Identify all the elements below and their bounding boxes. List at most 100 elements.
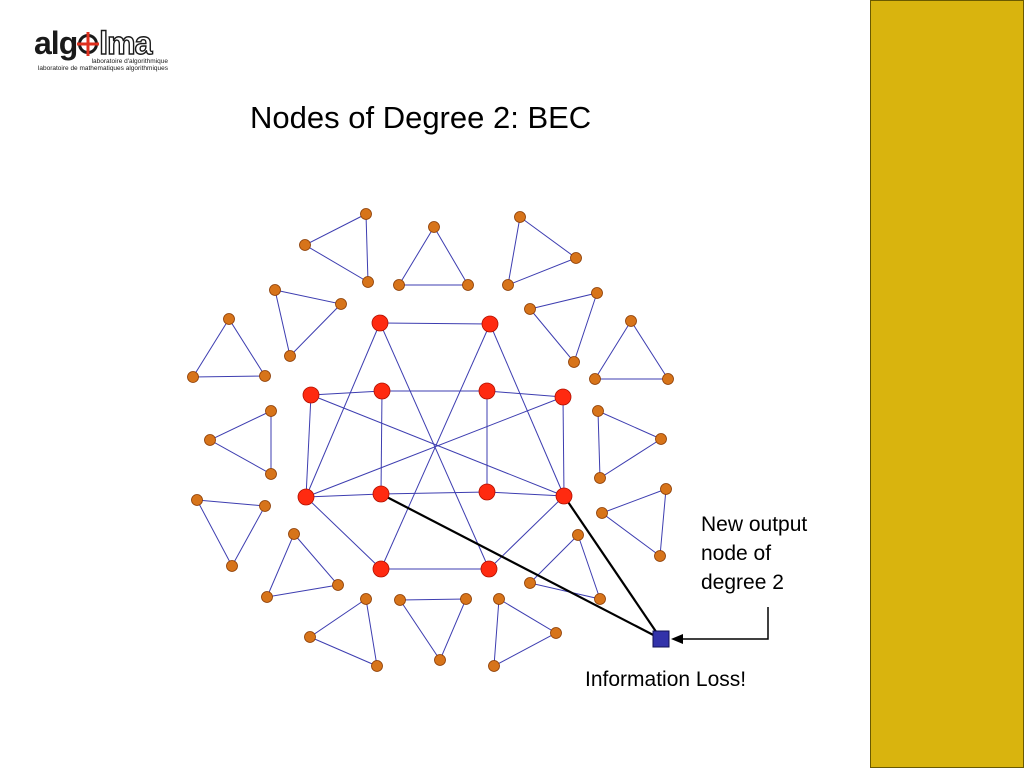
note-arrow-line xyxy=(676,607,769,640)
inner-node-6 xyxy=(554,388,572,406)
outer-node-15-1 xyxy=(394,594,406,606)
outer-node-15-3 xyxy=(434,654,446,666)
outer-node-4-3 xyxy=(284,350,296,362)
inner-edge-12 xyxy=(562,396,565,497)
outer-node-13-1 xyxy=(572,529,584,541)
inner-node-4 xyxy=(373,382,391,400)
outer-node-5-2 xyxy=(591,287,603,299)
output-node-note: New output node of degree 2 xyxy=(701,510,807,597)
outer-node-14-3 xyxy=(371,660,383,672)
inner-node-5 xyxy=(478,382,496,400)
outer-node-9-3 xyxy=(594,472,606,484)
inner-edge-7 xyxy=(486,491,565,497)
outer-node-12-3 xyxy=(261,591,273,603)
outer-node-16-3 xyxy=(488,660,500,672)
triangle-edge-11 xyxy=(600,488,667,557)
outer-node-2-1 xyxy=(428,221,440,233)
triangle-edge-9 xyxy=(597,410,663,479)
outer-node-3-3 xyxy=(502,279,514,291)
outer-node-8-3 xyxy=(265,468,277,480)
inner-edge-13 xyxy=(305,322,381,498)
outer-node-16-2 xyxy=(550,627,562,639)
triangle-edge-4 xyxy=(274,289,342,358)
outer-node-13-3 xyxy=(594,593,606,605)
outer-node-3-2 xyxy=(570,252,582,264)
outer-node-9-1 xyxy=(592,405,604,417)
triangle-edge-1 xyxy=(303,213,369,283)
inner-node-12 xyxy=(480,560,498,578)
inner-node-2 xyxy=(481,315,499,333)
outer-node-7-1 xyxy=(625,315,637,327)
outer-node-12-2 xyxy=(332,579,344,591)
outer-node-11-1 xyxy=(660,483,672,495)
inner-edge-4 xyxy=(486,390,564,398)
outer-node-4-1 xyxy=(269,284,281,296)
outer-node-16-1 xyxy=(493,593,505,605)
outer-node-12-1 xyxy=(288,528,300,540)
outer-node-3-1 xyxy=(514,211,526,223)
inner-node-8 xyxy=(372,485,390,503)
triangle-edge-5 xyxy=(529,292,598,364)
note-line-3: degree 2 xyxy=(701,571,784,594)
outer-node-4-2 xyxy=(335,298,347,310)
outer-node-11-3 xyxy=(654,550,666,562)
inner-edge-2 xyxy=(310,390,383,396)
triangle-edge-16 xyxy=(493,598,558,667)
outer-node-1-2 xyxy=(299,239,311,251)
outer-node-14-1 xyxy=(360,593,372,605)
outer-node-7-3 xyxy=(662,373,674,385)
outer-node-1-1 xyxy=(360,208,372,220)
page-title: Nodes of Degree 2: BEC xyxy=(250,100,592,135)
inner-node-10 xyxy=(555,487,573,505)
information-loss-label: Information Loss! xyxy=(585,668,747,691)
outer-node-5-3 xyxy=(568,356,580,368)
outer-node-8-1 xyxy=(265,405,277,417)
triangle-edge-10 xyxy=(196,499,266,568)
outer-node-7-2 xyxy=(589,373,601,385)
inner-node-3 xyxy=(302,386,320,404)
inner-edge-14 xyxy=(489,323,565,497)
outer-node-6-2 xyxy=(187,371,199,383)
outer-node-2-3 xyxy=(462,279,474,291)
outer-node-10-2 xyxy=(259,500,271,512)
logo-plus-o-icon xyxy=(77,24,100,62)
blue-square-icon xyxy=(652,630,670,648)
triangle-edge-14 xyxy=(308,598,378,667)
outer-node-10-1 xyxy=(191,494,203,506)
triangle-edge-3 xyxy=(507,216,578,286)
triangle-edge-6 xyxy=(192,318,266,378)
outer-node-8-2 xyxy=(204,434,216,446)
inner-edge-10 xyxy=(380,390,383,495)
triangle-edge-12 xyxy=(266,533,339,598)
triangle-edge-2 xyxy=(398,226,469,286)
inner-edge-17 xyxy=(379,322,490,570)
outer-node-9-2 xyxy=(655,433,667,445)
outer-node-15-2 xyxy=(460,593,472,605)
logo-word-right: lma xyxy=(99,24,154,61)
outer-node-6-1 xyxy=(223,313,235,325)
inner-edge-20 xyxy=(305,396,564,498)
note-line-2: node of xyxy=(701,542,772,565)
inner-edge-16 xyxy=(488,495,565,570)
logo-tagline-1: laboratoire d'algorithmique xyxy=(91,58,168,65)
inner-edge-9 xyxy=(305,394,312,498)
inner-node-9 xyxy=(478,483,496,501)
outer-node-6-3 xyxy=(259,370,271,382)
inner-edge-6 xyxy=(380,491,488,495)
inner-edge-5 xyxy=(305,493,382,498)
outer-node-11-2 xyxy=(596,507,608,519)
outer-node-5-1 xyxy=(524,303,536,315)
logo-word-left: alg xyxy=(34,25,78,61)
outer-node-10-3 xyxy=(226,560,238,572)
outer-node-14-2 xyxy=(304,631,316,643)
note-line-1: New output xyxy=(701,513,808,536)
outer-node-13-2 xyxy=(524,577,536,589)
inner-node-1 xyxy=(371,314,389,332)
sidebar-decoration xyxy=(870,0,1024,768)
output-edge-2 xyxy=(563,495,662,640)
triangle-edge-13 xyxy=(529,534,601,600)
outer-node-1-3 xyxy=(362,276,374,288)
